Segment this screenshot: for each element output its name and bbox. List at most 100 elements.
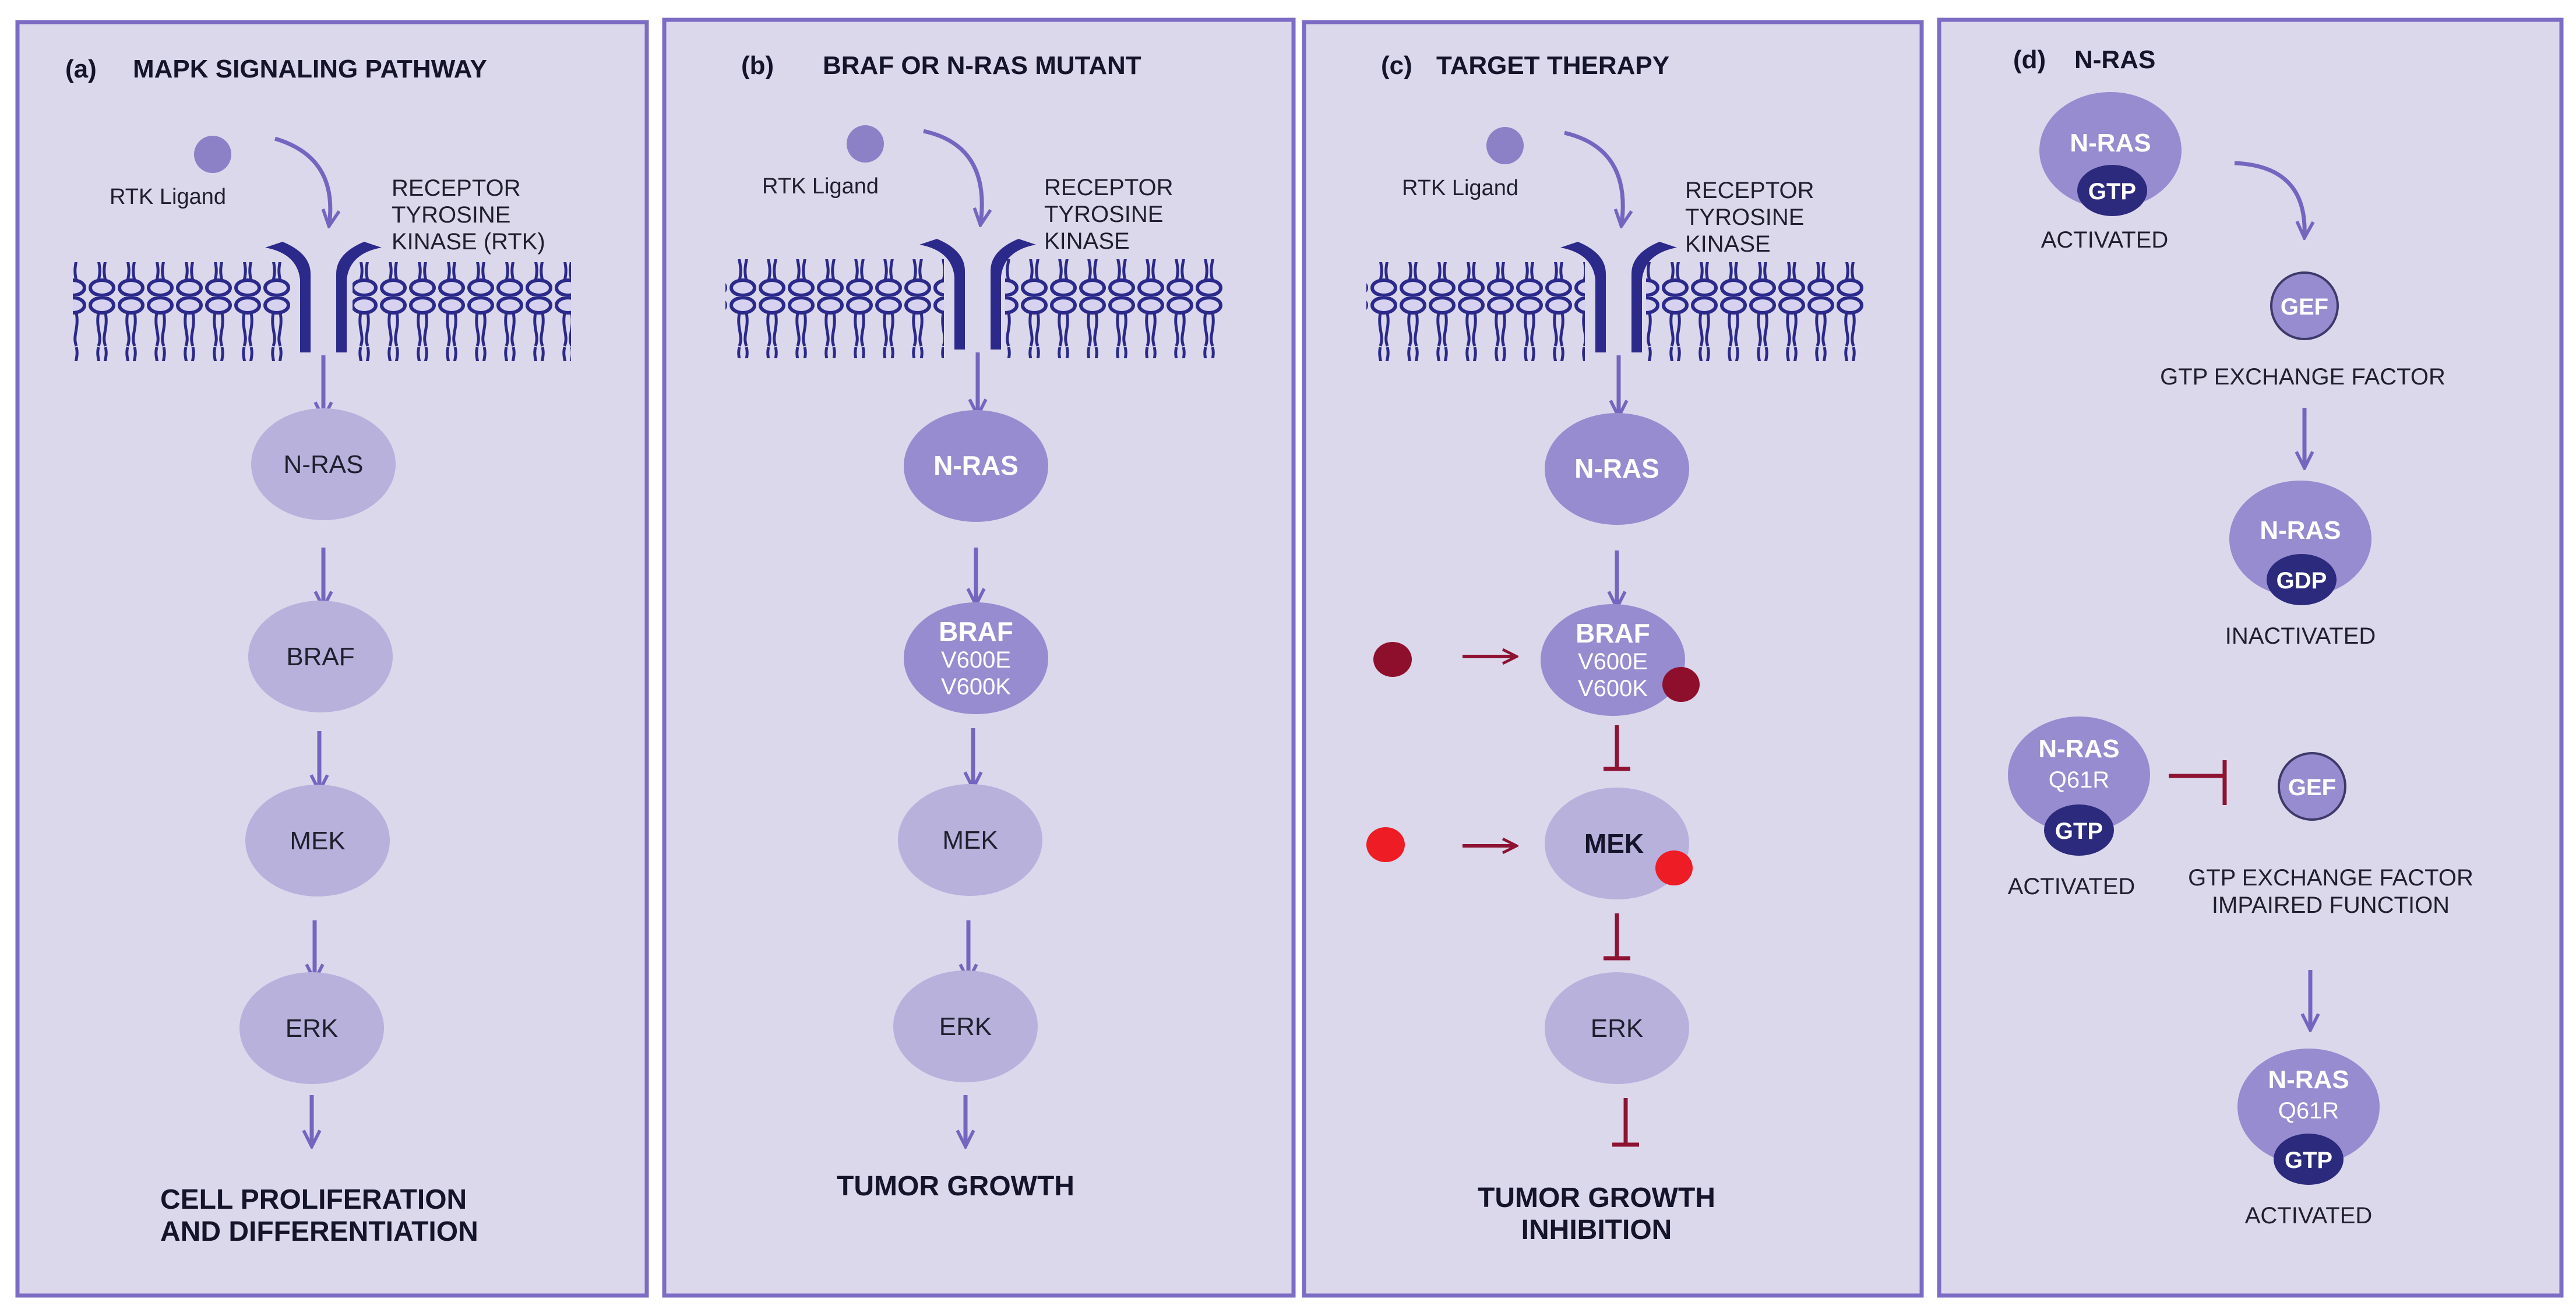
gef-impaired-node <box>2278 752 2346 821</box>
node-braf-label: BRAF <box>1576 618 1650 648</box>
gtp-badge-label: GTP <box>2055 818 2103 844</box>
nras-q61r-node <box>2008 716 2150 833</box>
rtk-ligand-icon <box>194 136 231 173</box>
panel-b-title: BRAF OR N-RAS MUTANT <box>823 51 1141 80</box>
node-nras <box>1545 413 1689 525</box>
node-nras-label: N-RAS <box>933 450 1019 481</box>
outcome-line2: INHIBITION <box>1521 1215 1672 1245</box>
nras-q61r-active-mutation: Q61R <box>2278 1098 2339 1124</box>
nras-active-status: ACTIVATED <box>2041 227 2169 253</box>
ligand-arrow <box>1564 130 1623 224</box>
ligand-arrow <box>923 129 982 223</box>
outcome-line1: CELL PROLIFERATION <box>160 1184 467 1215</box>
mek-inhibitor-bound <box>1655 850 1693 885</box>
rtk-ligand-icon <box>847 125 884 163</box>
node-mek-label: MEK <box>290 827 345 855</box>
cell-membrane-right <box>353 262 571 361</box>
arrow-nras-gef <box>2234 161 2304 236</box>
panel-c-title: TARGET THERAPY <box>1436 51 1669 80</box>
braf-mutation-v600e: V600E <box>1578 649 1648 675</box>
node-erk-label: ERK <box>286 1014 338 1043</box>
receptor-label-line1: RECEPTOR <box>392 175 521 201</box>
receptor-label-line3: KINASE <box>1044 228 1130 254</box>
braf-mutation-v600k: V600K <box>1578 676 1648 701</box>
panel-b-content: (b) BRAF OR N-RAS MUTANT RTK Ligand RECE… <box>725 51 1224 1202</box>
receptor-label-line3: KINASE (RTK) <box>392 229 545 255</box>
node-erk <box>239 972 384 1084</box>
node-nras <box>904 410 1048 522</box>
gef-node <box>2270 271 2339 340</box>
node-braf-label: BRAF <box>939 616 1013 647</box>
receptor-label-line1: RECEPTOR <box>1685 178 1814 203</box>
gef-impaired-label: GEF <box>2288 775 2336 800</box>
node-nras <box>251 408 396 520</box>
node-braf-label: BRAF <box>286 643 354 671</box>
panel-c-content: (c) TARGET THERAPY RTK Ligand RECEPTOR T… <box>1366 51 1865 1245</box>
gef-caption: GTP EXCHANGE FACTOR <box>2160 364 2445 390</box>
nras-active-label: N-RAS <box>2070 129 2151 157</box>
gef-impaired-caption-line2: IMPAIRED FUNCTION <box>2212 892 2450 918</box>
panel-a-label: (a) <box>65 55 97 83</box>
gtp-badge <box>2077 165 2147 216</box>
node-mek-label: MEK <box>942 826 998 855</box>
nras-inactive-label: N-RAS <box>2260 516 2341 545</box>
braf-inhibitor-bound <box>1662 667 1700 702</box>
cell-membrane-left <box>725 259 944 358</box>
nras-q61r-active-label: N-RAS <box>2268 1065 2349 1094</box>
receptor-label-line3: KINASE <box>1685 231 1771 257</box>
nras-inactive-status: INACTIVATED <box>2225 623 2376 649</box>
node-mek <box>1545 788 1689 899</box>
braf-mutation-v600e: V600E <box>941 647 1011 673</box>
cell-membrane-left <box>73 262 291 361</box>
panel-d-label: (d) <box>2013 45 2046 74</box>
node-nras-label: N-RAS <box>284 450 364 479</box>
ligand-label: RTK Ligand <box>1402 176 1518 200</box>
node-mek <box>245 785 390 896</box>
panel-b-label: (b) <box>741 51 774 80</box>
node-mek-label: MEK <box>1584 828 1644 859</box>
nras-q61r-active-status: ACTIVATED <box>2245 1203 2373 1229</box>
nras-inactive-node <box>2229 481 2371 597</box>
gef-label: GEF <box>2281 294 2328 320</box>
receptor-label-line2: TYROSINE <box>1044 202 1163 227</box>
ligand-arrow <box>274 136 330 224</box>
mek-inhibitor-drug <box>1366 827 1405 862</box>
receptor-label-line2: TYROSINE <box>392 202 510 228</box>
outcome-line1: TUMOR GROWTH <box>837 1171 1074 1202</box>
rtk-ligand-icon <box>1486 127 1524 164</box>
node-braf-mutant <box>904 602 1048 714</box>
gdp-badge <box>2267 554 2337 605</box>
gtp-badge <box>2274 1134 2344 1185</box>
nras-active-node <box>2039 92 2182 209</box>
cell-membrane-right <box>1646 262 1865 361</box>
panel-d-title: N-RAS <box>2074 45 2155 74</box>
gtp-badge <box>2044 804 2114 856</box>
gef-impaired-caption-line1: GTP EXCHANGE FACTOR <box>2188 865 2473 891</box>
outcome-line2: AND DIFFERENTIATION <box>160 1216 478 1247</box>
receptor-label-line1: RECEPTOR <box>1044 175 1174 200</box>
gtp-badge-label: GTP <box>2285 1148 2332 1173</box>
cell-membrane-right <box>1005 259 1224 358</box>
node-erk <box>893 970 1038 1082</box>
ligand-label: RTK Ligand <box>110 185 226 209</box>
ligand-label: RTK Ligand <box>762 174 879 199</box>
node-erk-label: ERK <box>1591 1014 1643 1043</box>
braf-mutation-v600k: V600K <box>941 674 1011 700</box>
nras-q61r-mutation: Q61R <box>2049 767 2110 793</box>
node-braf-mutant <box>1541 604 1685 716</box>
nras-q61r-label: N-RAS <box>2038 735 2119 763</box>
gdp-badge-label: GDP <box>2277 568 2327 594</box>
cell-membrane-left <box>1366 262 1585 361</box>
node-erk <box>1545 972 1689 1084</box>
panel-c-label: (c) <box>1381 51 1412 80</box>
receptor-label-line2: TYROSINE <box>1685 204 1804 230</box>
node-mek <box>898 784 1042 896</box>
nras-q61r-status: ACTIVATED <box>2008 874 2135 899</box>
nras-q61r-active-node <box>2237 1049 2380 1165</box>
node-nras-label: N-RAS <box>1574 453 1659 483</box>
node-braf <box>248 601 393 712</box>
braf-inhibitor-drug <box>1373 642 1412 677</box>
panel-a-content: (a) MAPK SIGNALING PATHWAY RTK Ligand RE… <box>65 55 571 1247</box>
panel-a-title: MAPK SIGNALING PATHWAY <box>133 55 487 83</box>
